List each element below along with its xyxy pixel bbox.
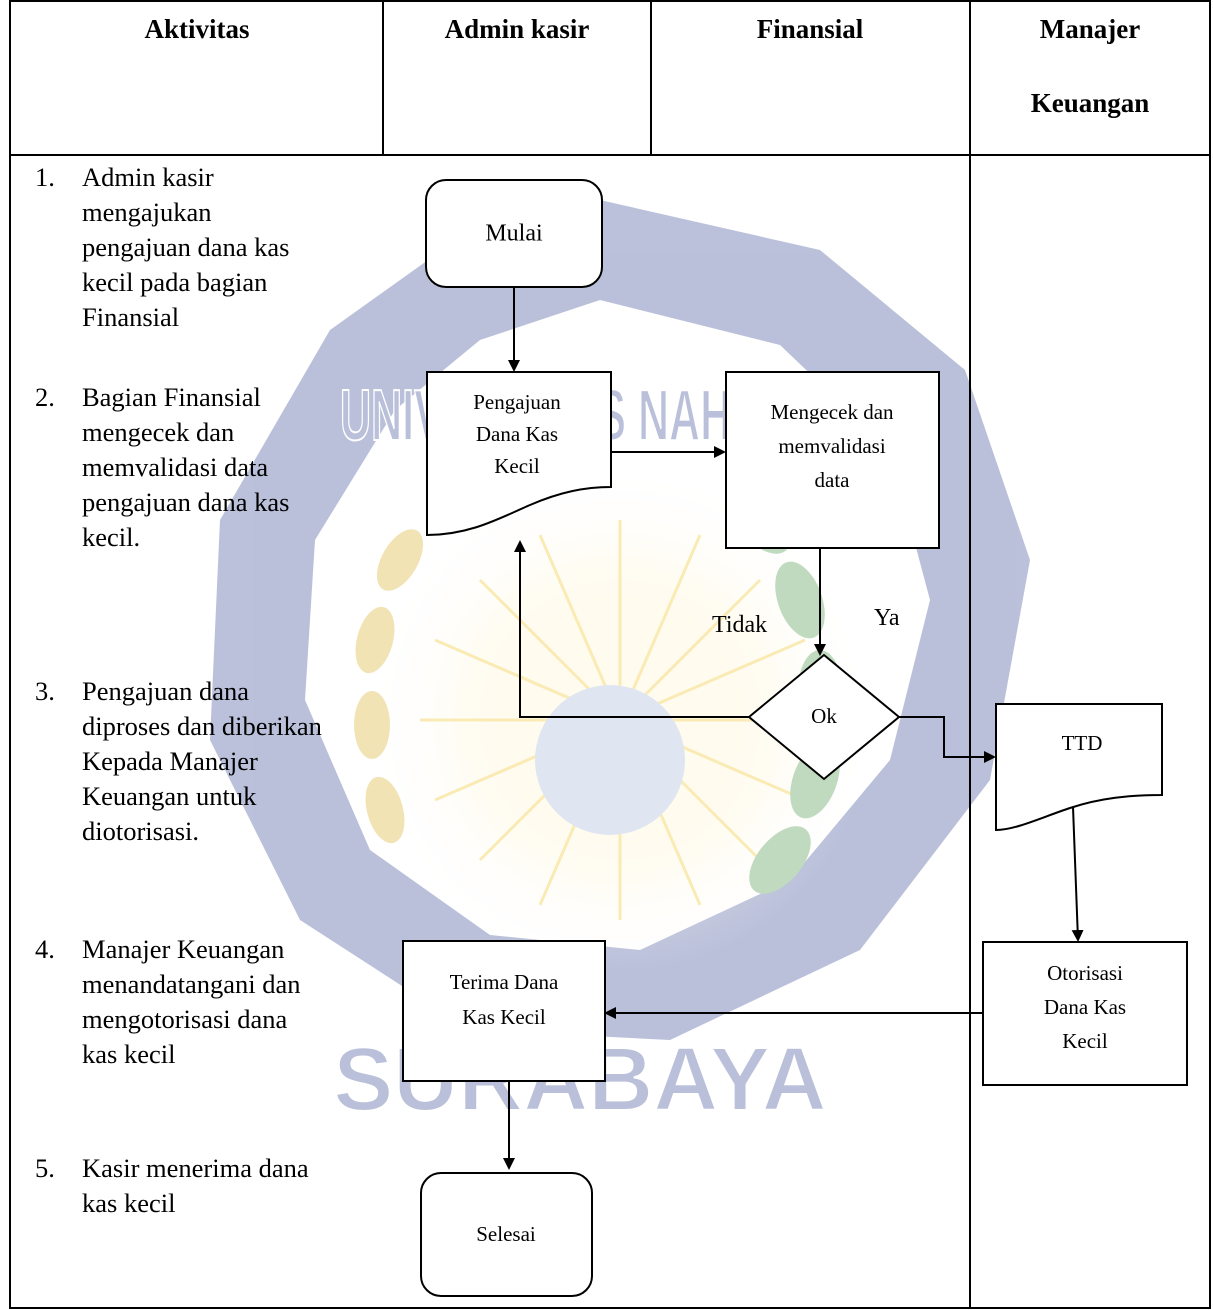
activity-line: diotorisasi.: [82, 816, 199, 846]
activity-number: 3.: [35, 676, 55, 706]
activity-line: Pengajuan dana: [82, 676, 249, 706]
pengajuan-label-line: Kecil: [494, 454, 540, 478]
activity-number: 5.: [35, 1153, 55, 1183]
cek-label-line: Mengecek dan: [770, 400, 894, 424]
activity-line: pengajuan dana kas: [82, 487, 290, 517]
activity-line: Admin kasir: [82, 162, 214, 192]
activity-line: kecil.: [82, 522, 140, 552]
table-header: Aktivitas Admin kasir Finansial Manajer …: [144, 14, 1149, 118]
activity-line: pengajuan dana kas: [82, 232, 290, 262]
activity-line: mengecek dan: [82, 417, 234, 447]
activity-number: 2.: [35, 382, 55, 412]
pengajuan-document: Pengajuan Dana Kas Kecil: [426, 371, 612, 537]
activity-line: Kepada Manajer: [82, 746, 258, 776]
cek-label-line: memvalidasi: [778, 434, 885, 458]
start-terminator: Mulai: [425, 179, 603, 288]
decision-no-label: Tidak: [712, 612, 767, 638]
connector-ttd-to-otorisasi: [1071, 806, 1084, 942]
activity-line: menandatangani dan: [82, 969, 301, 999]
pengajuan-label-line: Dana Kas: [476, 422, 558, 446]
connector-decision-yes: [898, 716, 996, 763]
ttd-document: TTD: [995, 703, 1163, 832]
decision-yes-label: Ya: [874, 605, 900, 631]
pengajuan-label-line: Pengajuan: [473, 390, 561, 414]
activity-line: Manajer Keuangan: [82, 934, 284, 964]
activity-line: Kasir menerima dana: [82, 1153, 309, 1183]
activity-line: Bagian Finansial: [82, 382, 261, 412]
header-aktivitas: Aktivitas: [144, 14, 249, 44]
activity-line: diproses dan diberikan: [82, 711, 322, 741]
activity-line: kecil pada bagian: [82, 267, 267, 297]
seal-sunburst: [370, 470, 870, 970]
otorisasi-label-line: Dana Kas: [1044, 995, 1126, 1019]
watermark-seal: UNIVERSITAS NAHDLATUL SURABAYA: [210, 200, 1030, 1131]
header-manajer-line2: Keuangan: [1031, 88, 1150, 118]
terima-label-line: Terima Dana: [450, 970, 559, 994]
activity-line: mengotorisasi dana: [82, 1004, 288, 1034]
activity-number: 4.: [35, 934, 55, 964]
seal-gold-leaves: [354, 529, 424, 844]
activity-number: 1.: [35, 162, 55, 192]
cek-process: Mengecek dan memvalidasi data: [725, 371, 940, 549]
connector-decision-no: [514, 540, 749, 718]
activity-list: 1. Admin kasir mengajukan pengajuan dana…: [35, 162, 322, 1218]
end-terminator: Selesai: [420, 1172, 593, 1297]
decision-diamond: Ok: [747, 653, 901, 781]
otorisasi-label-line: Kecil: [1062, 1029, 1108, 1053]
flow-connectors: [503, 288, 1084, 1170]
terima-process: Terima Dana Kas Kecil: [402, 940, 606, 1082]
activity-line: Finansial: [82, 302, 179, 332]
decision-label: Ok: [811, 704, 837, 728]
otorisasi-label-line: Otorisasi: [1047, 961, 1123, 985]
header-manajer-line1: Manajer: [1040, 14, 1140, 44]
header-admin-kasir: Admin kasir: [445, 14, 590, 44]
otorisasi-process: Otorisasi Dana Kas Kecil: [982, 941, 1188, 1086]
cek-label-line: data: [815, 468, 851, 492]
table-grid: [9, 0, 1211, 1309]
activity-line: mengajukan: [82, 197, 212, 227]
seal-center: [535, 685, 685, 835]
start-label: Mulai: [485, 221, 543, 247]
seal-rays: [420, 520, 820, 920]
header-finansial: Finansial: [757, 14, 864, 44]
activity-line: kas kecil: [82, 1039, 175, 1069]
activity-line: memvalidasi data: [82, 452, 268, 482]
ttd-label: TTD: [1062, 731, 1103, 755]
terima-label-line: Kas Kecil: [462, 1005, 546, 1029]
end-label: Selesai: [476, 1222, 536, 1246]
activity-line: kas kecil: [82, 1188, 175, 1218]
activity-line: Keuangan untuk: [82, 781, 257, 811]
